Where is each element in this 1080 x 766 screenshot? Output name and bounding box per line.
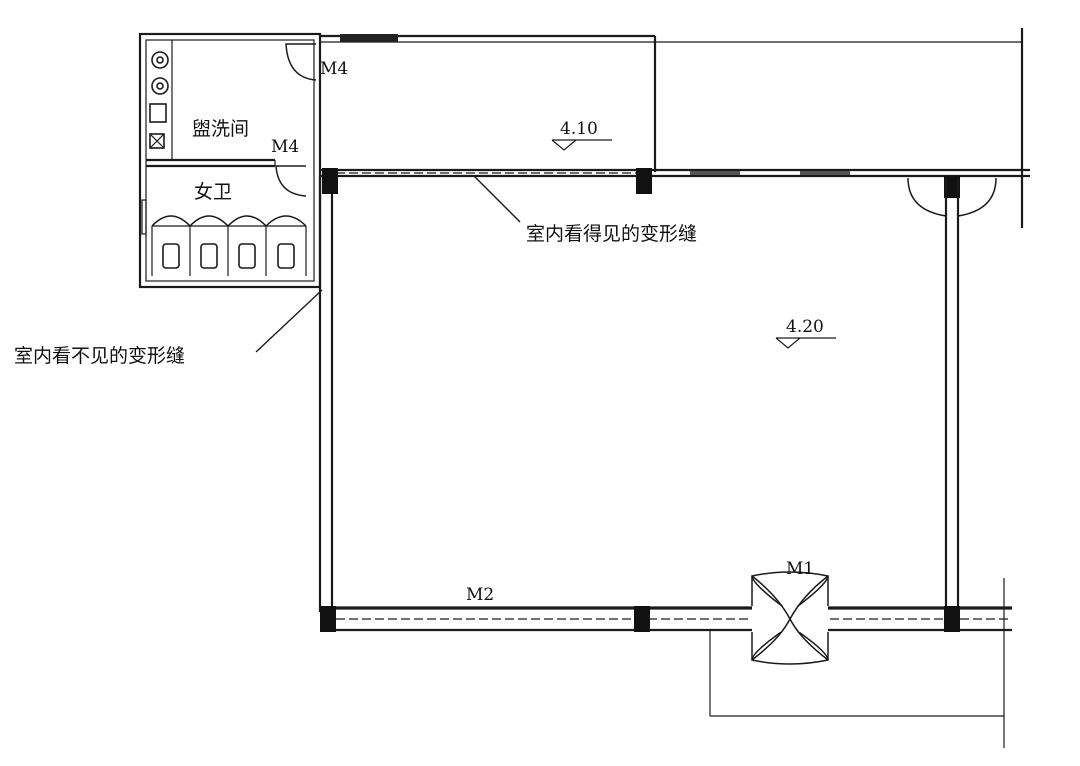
door-m2-label: M2	[466, 585, 494, 605]
main-hall	[318, 168, 1030, 632]
elevation-marker-upper	[551, 139, 612, 151]
womens-toilet-label: 女卫	[194, 181, 232, 203]
elevation-marker-main	[775, 337, 836, 349]
visible-joint-leader	[473, 175, 521, 223]
toilet-stalls	[141, 199, 307, 276]
visible-joint-annotation: 室内看得见的变形缝	[526, 223, 697, 245]
elevation-upper-label: 4.10	[560, 119, 598, 139]
washroom-label: 盥洗间	[192, 118, 249, 140]
door-m1-label: M1	[786, 559, 814, 579]
door-m4-lower-label: M4	[271, 137, 299, 157]
hidden-joint-leader	[255, 289, 323, 353]
elevation-main-label: 4.20	[786, 317, 824, 337]
toilet-block	[138, 32, 322, 289]
upper-corridor	[320, 28, 1024, 228]
door-m4-upper-label: M4	[320, 59, 348, 79]
m1-door	[751, 571, 829, 665]
m4-door-swings	[275, 43, 317, 197]
lower-annex	[709, 578, 1005, 748]
basin-fixtures	[149, 51, 169, 149]
hidden-joint-annotation: 室内看不见的变形缝	[14, 345, 185, 367]
